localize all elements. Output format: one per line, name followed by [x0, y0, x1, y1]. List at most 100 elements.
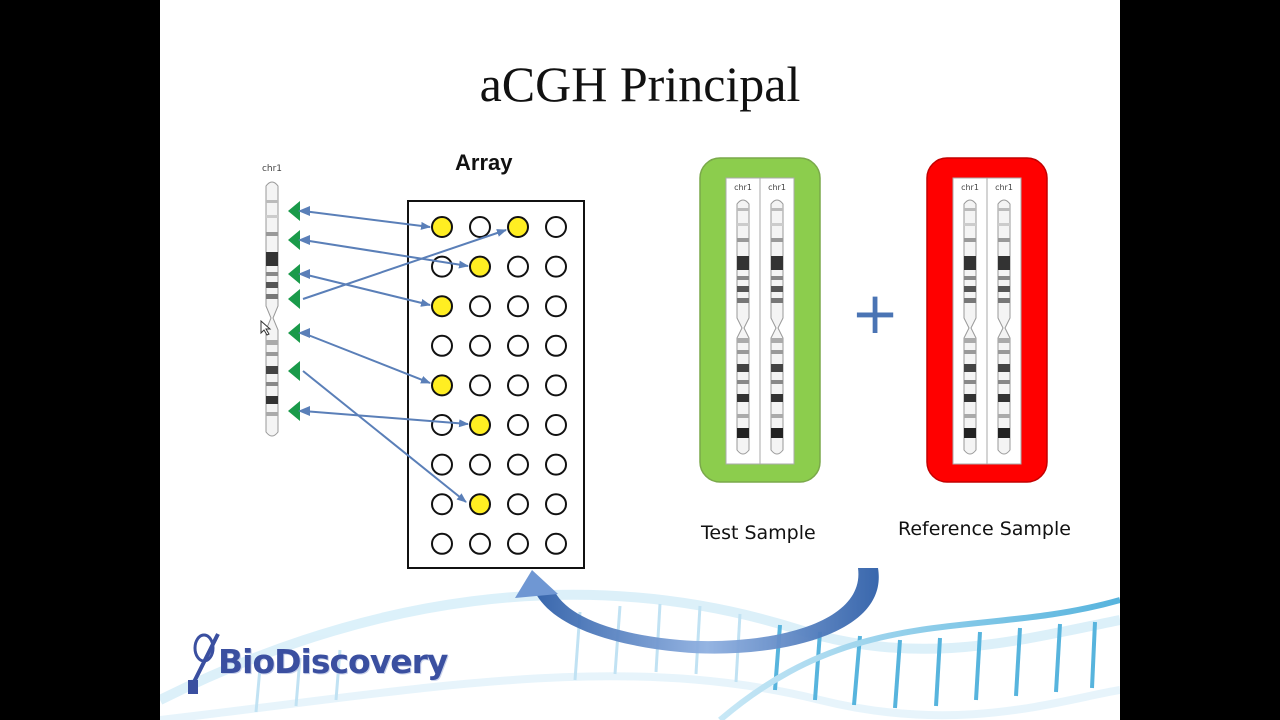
chromosome-band: [771, 414, 783, 418]
test-sample-box: [699, 157, 821, 483]
biodiscovery-logo-mark: [188, 633, 220, 694]
array-spot-hybridized: [431, 374, 453, 397]
mapping-arrow: [302, 239, 469, 269]
array-spot-hybridized: [469, 255, 491, 278]
diagram-canvas: chr1: [160, 157, 1120, 720]
chromosome-marker: [288, 230, 300, 250]
chromosome-marker: [288, 323, 300, 343]
chromosome-band: [998, 394, 1010, 402]
chromosome-band: [998, 223, 1010, 226]
array-spot-hybridized: [507, 216, 529, 238]
chromosome-band: [737, 394, 749, 402]
array-spots: [431, 216, 567, 555]
array-spot: [469, 295, 491, 318]
mapping-arrows: [302, 210, 507, 503]
biodiscovery-logo-text: BioDiscovery: [218, 642, 448, 681]
chromosome-band: [737, 380, 749, 384]
array-spot: [545, 414, 567, 436]
array-spot: [545, 334, 567, 357]
chromosome-band: [964, 208, 976, 211]
reference-sample-label: Reference Sample: [898, 518, 1071, 540]
chromosome-band: [771, 256, 783, 270]
chromosome-marker: [288, 289, 300, 309]
chromosome-band: [737, 208, 749, 211]
chromosome-band: [964, 276, 976, 280]
chromosome-label: chr1: [995, 183, 1013, 192]
chromosome-marker: [288, 264, 300, 284]
chromosome-band: [998, 364, 1010, 372]
chromosome-band: [998, 208, 1010, 211]
array-spot: [507, 453, 529, 476]
array-spot: [545, 216, 567, 238]
chromosome-band: [998, 238, 1010, 242]
array-label: Array: [455, 150, 513, 175]
chromosome-band: [737, 276, 749, 280]
array-spot-hybridized: [469, 493, 491, 516]
array-spot: [545, 532, 567, 555]
return-curve-arrow: [515, 568, 879, 654]
array-spot: [545, 493, 567, 516]
mapping-arrow: [302, 370, 467, 503]
chromosome-band: [771, 286, 783, 292]
chromosome-band: [737, 338, 749, 343]
array-spot-hybridized: [431, 295, 453, 318]
array-spot: [431, 493, 453, 516]
array-spot: [507, 532, 529, 555]
plus-sign: +: [851, 279, 900, 347]
chromosome-band: [964, 338, 976, 343]
chromosome-label: chr1: [262, 164, 282, 174]
chromosome-band: [964, 238, 976, 242]
test-sample-label: Test Sample: [701, 522, 816, 544]
chromosome-markers: [288, 201, 300, 421]
array-spot-hybridized: [431, 216, 453, 238]
chromosome-band: [998, 286, 1010, 292]
array-spot: [469, 453, 491, 476]
chromosome-band: [998, 350, 1010, 354]
chromosome-band: [771, 338, 783, 343]
array-spot: [431, 453, 453, 476]
chromosome-band: [964, 414, 976, 418]
chromosome-band: [998, 380, 1010, 384]
chromosome-band: [998, 428, 1010, 438]
chromosome-band: [964, 380, 976, 384]
chromosome-band: [771, 238, 783, 242]
array-spot: [507, 414, 529, 436]
array-spot: [545, 453, 567, 476]
chromosome-band: [771, 298, 783, 303]
mapping-arrow: [302, 273, 431, 307]
chromosome-band: [964, 286, 976, 292]
chromosome-band: [771, 364, 783, 372]
chromosome-band: [737, 256, 749, 270]
array-spot: [469, 334, 491, 357]
chromosome-band: [771, 380, 783, 384]
mapping-arrow: [302, 229, 507, 300]
array-spot: [545, 255, 567, 278]
array-spot: [507, 493, 529, 516]
chromosome-band: [964, 364, 976, 372]
array-spot: [545, 295, 567, 318]
array-spot: [507, 374, 529, 397]
chromosome-band: [998, 276, 1010, 280]
chromosome-band: [964, 350, 976, 354]
mapping-arrow: [302, 332, 431, 384]
slide-title: aCGH Principal: [479, 56, 801, 112]
chromosome-band: [964, 394, 976, 402]
chromosome-band: [737, 298, 749, 303]
chromosome-band: [771, 276, 783, 280]
array-spot-hybridized: [469, 414, 491, 436]
chromosome-band: [771, 350, 783, 354]
chromosome-band: [771, 394, 783, 402]
array-spot: [469, 374, 491, 397]
chromosome-band: [737, 286, 749, 292]
chromosome-band: [771, 428, 783, 438]
chromosome-band: [771, 208, 783, 211]
chromosome-band: [737, 238, 749, 242]
chromosome-band: [998, 298, 1010, 303]
chromosome-band: [964, 223, 976, 226]
mouse-cursor-icon: [260, 320, 272, 336]
array-spot: [507, 334, 529, 357]
chromosome-band: [737, 223, 749, 226]
chromosome-label: chr1: [768, 183, 786, 192]
